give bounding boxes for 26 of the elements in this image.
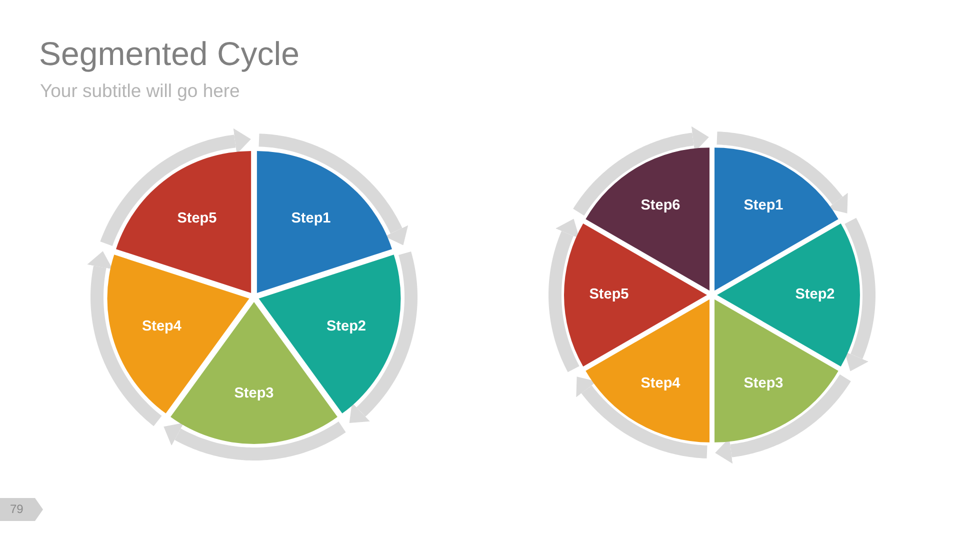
segment-label: Step5	[589, 286, 629, 304]
cycle-arrow	[844, 216, 876, 372]
cycle-arrow	[573, 126, 709, 217]
pie-segment	[717, 223, 860, 367]
cycle-arrow	[87, 251, 162, 426]
slide-subtitle: Your subtitle will go here	[40, 80, 240, 102]
pie-segment	[564, 223, 707, 367]
cycle-arrow	[164, 421, 346, 460]
segment-label: Step1	[744, 197, 784, 214]
page-number-tag: 79	[0, 498, 43, 521]
slide-title: Segmented Cycle	[39, 35, 300, 73]
segment-label: Step2	[795, 286, 835, 304]
cycle-arrow	[100, 128, 251, 248]
segment-label: Step2	[326, 318, 366, 336]
cycle-arrow	[349, 250, 418, 423]
segment-label: Step5	[177, 210, 217, 228]
segment-label: Step4	[142, 318, 182, 336]
segment-label: Step6	[640, 197, 680, 214]
segment-label: Step1	[291, 210, 331, 228]
segment-label: Step3	[234, 385, 274, 403]
segment-label: Step4	[640, 376, 680, 393]
pie-segment	[256, 150, 392, 293]
cycle-arrow	[548, 218, 580, 374]
pie-segment	[116, 150, 252, 293]
segment-label: Step3	[744, 376, 784, 393]
cycle-arrow	[715, 373, 851, 464]
